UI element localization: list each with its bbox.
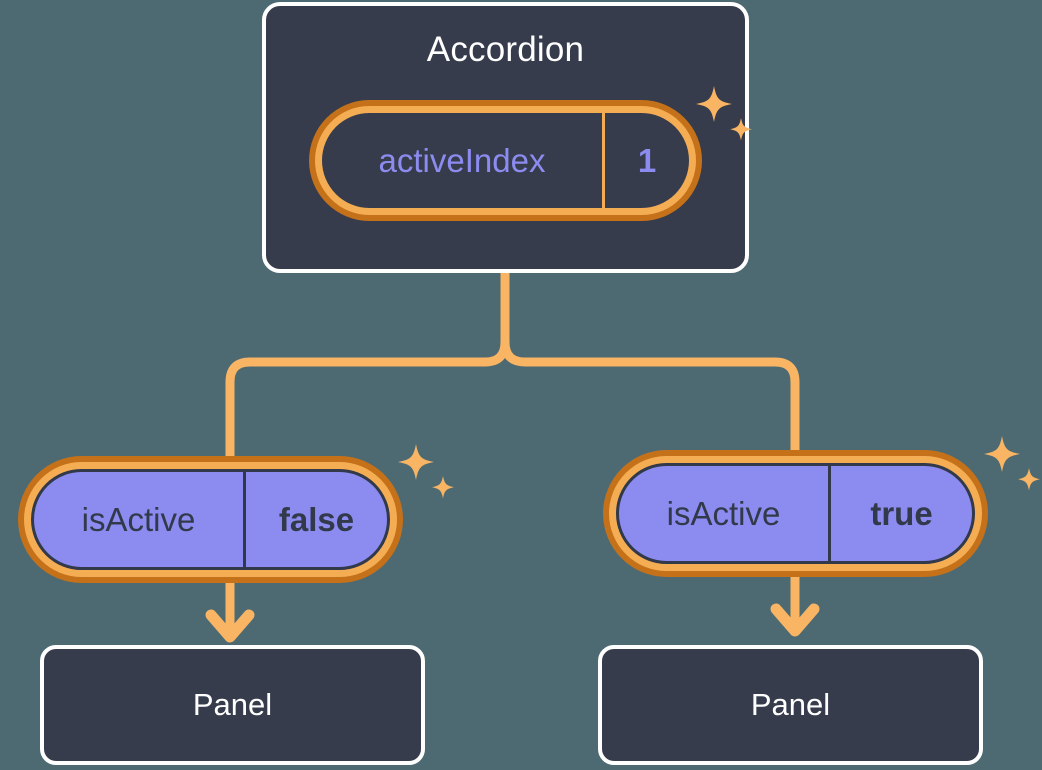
pill-ring: isActive false (24, 462, 397, 577)
state-value-label: false (278, 500, 355, 538)
state-pill-active-index[interactable]: activeIndex 1 (309, 100, 702, 221)
pill-body: isActive false (31, 469, 390, 570)
state-pill-is-active-right[interactable]: isActive true (603, 450, 988, 577)
state-key-label: isActive (619, 466, 831, 561)
panel-label: Panel (750, 687, 831, 722)
page-title: Accordion (426, 30, 585, 69)
connector-branch-left (225, 337, 510, 467)
state-value-label: 1 (637, 141, 657, 179)
state-value-label: true (870, 494, 933, 532)
sparkles-icon (398, 444, 454, 499)
connector-branch-right (500, 337, 800, 460)
state-pill-is-active-left[interactable]: isActive false (18, 456, 403, 583)
pill-body: isActive true (616, 463, 975, 564)
arrowhead-right (770, 603, 820, 637)
state-key-label: isActive (34, 472, 246, 567)
pill-ring: isActive true (609, 456, 982, 571)
component-panel-right[interactable]: Panel (598, 645, 983, 765)
state-key-label: activeIndex (322, 113, 605, 208)
sparkles-icon (984, 436, 1040, 491)
arrowhead-left (205, 609, 255, 643)
panel-label: Panel (192, 687, 273, 722)
pill-ring: activeIndex 1 (315, 106, 696, 215)
pill-body: activeIndex 1 (322, 113, 689, 208)
component-panel-left[interactable]: Panel (40, 645, 425, 765)
